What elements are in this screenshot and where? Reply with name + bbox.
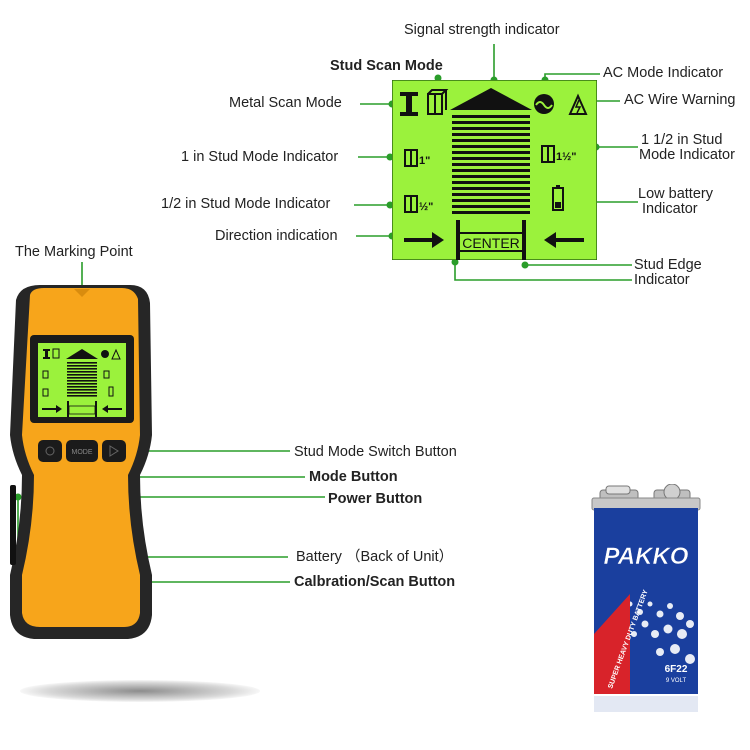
label-metal-scan-mode: Metal Scan Mode [229,95,342,111]
stud-half-text: ½" [419,201,433,213]
label-power-button: Power Button [328,491,423,507]
label-stud-1-5in-line1: 1 1/2 in Stud [641,132,723,148]
calibration-scan-button[interactable] [10,485,16,565]
low-battery-icon [552,185,564,211]
battery-9v: SUPER HEAVY DUTY BATTERY PAKKO 6F22 9 VO… [591,484,701,712]
center-indicator: CENTER [456,220,526,260]
stud-scan-icon [427,89,449,115]
label-direction: Direction indication [215,228,338,244]
stud-1in-icon [404,149,418,167]
label-marking-point: The Marking Point [15,244,133,260]
label-battery-back: Battery （Back of Unit） [296,549,454,565]
ac-mode-icon [534,94,554,114]
label-ac-wire-warning: AC Wire Warning [624,92,736,108]
ac-wire-warning-icon [568,93,588,115]
battery-brand: PAKKO [604,543,689,570]
label-stud-half: 1/2 in Stud Mode Indicator [161,196,331,212]
label-stud-1-5in-line2: Mode Indicator [639,147,735,163]
stud-finder-device: MODE [10,285,152,639]
center-text: CENTER [462,235,520,251]
label-signal-strength: Signal strength indicator [404,22,560,38]
stud-half-icon [404,195,418,213]
mode-key-text: MODE [72,449,93,456]
device-shadow [20,680,260,702]
direction-arrow-right-icon [404,232,444,248]
stud-1in-text: 1" [419,155,430,167]
label-ac-mode: AC Mode Indicator [603,65,724,81]
label-low-battery-line2: Indicator [642,201,698,217]
label-stud-mode-switch: Stud Mode Switch Button [294,444,457,460]
label-stud-1in: 1 in Stud Mode Indicator [181,149,339,165]
direction-arrow-left-icon [544,232,584,248]
metal-scan-icon [400,92,418,116]
battery-model: 6F22 [665,664,688,675]
stud-1-5in-icon [541,145,555,163]
label-mode-button: Mode Button [309,469,398,485]
battery-voltage: 9 VOLT [666,678,687,684]
label-stud-scan-mode: Stud Scan Mode [330,58,443,74]
label-stud-edge-line1: Stud Edge [634,257,702,273]
signal-strength-bargraph [450,88,532,214]
lcd-display-enlarged: 1" ½" 1½" CENTER [392,80,597,260]
stud-mode-switch-button[interactable] [102,440,126,462]
mode-button[interactable] [66,440,98,462]
stud-1-5in-text: 1½" [556,151,577,163]
label-low-battery-line1: Low battery [638,186,713,202]
label-calibration: Calbration/Scan Button [294,574,456,590]
power-button[interactable] [38,440,62,462]
label-stud-edge-line2: Indicator [634,272,690,288]
